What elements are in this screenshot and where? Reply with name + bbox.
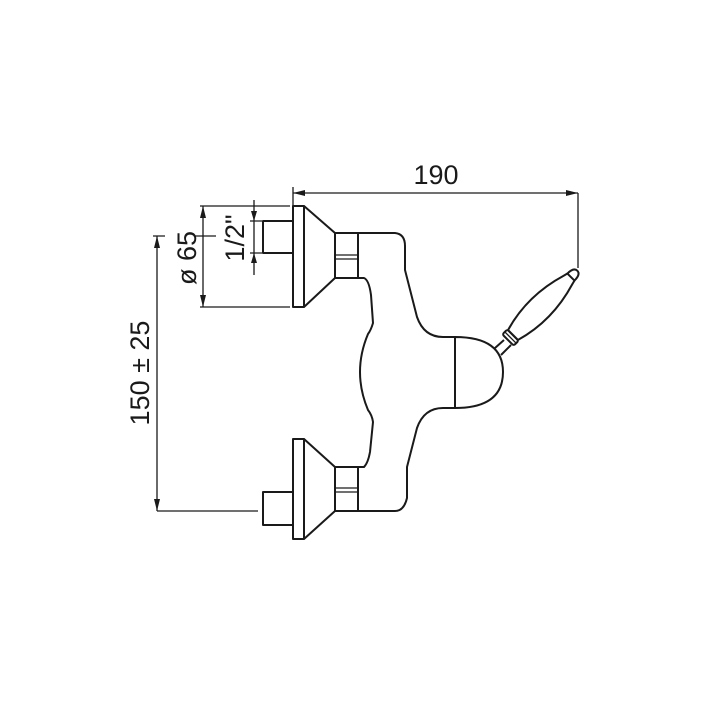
thread-label: 1/2" [220, 214, 250, 261]
bottom-wall-flange [292, 438, 305, 540]
width-label: 190 [413, 160, 458, 190]
bottom-inlet-stub [262, 491, 294, 526]
dimension-diameter: ø 65 [172, 205, 290, 308]
top-inlet-stub [262, 220, 294, 254]
mixer-body [262, 205, 580, 540]
diameter-label: ø 65 [172, 231, 202, 285]
dimension-thread: 1/2" [194, 200, 262, 275]
lever-handle [494, 268, 580, 356]
dimension-center-distance: 150 ± 25 [125, 235, 258, 512]
bottom-flange-cone [303, 438, 336, 540]
bottom-nut [334, 466, 359, 512]
dimension-width: 190 [292, 160, 579, 268]
top-flange-cone [303, 205, 336, 308]
top-wall-flange [292, 205, 305, 308]
body-outline [358, 232, 455, 512]
center-distance-label: 150 ± 25 [125, 321, 155, 426]
cartridge-dome [454, 336, 504, 409]
